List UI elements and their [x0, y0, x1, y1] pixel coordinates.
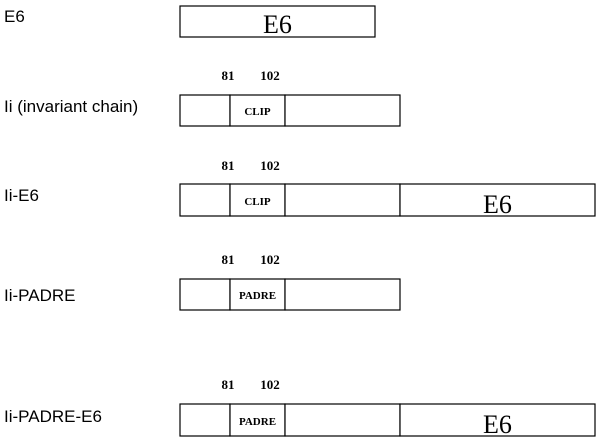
ii-n-terminal-segment	[179, 403, 231, 437]
position-label-end: 102	[260, 377, 280, 392]
construct-label: Ii-PADRE-E6	[4, 407, 102, 426]
segment-label: E6	[483, 410, 512, 439]
ii-n-terminal-segment	[179, 183, 231, 217]
position-label-end: 102	[260, 68, 280, 83]
clip-segment	[229, 94, 286, 127]
position-label-end: 102	[260, 158, 280, 173]
segment-label: PADRE	[239, 290, 276, 302]
padre-segment	[229, 403, 286, 437]
construct-label: Ii-E6	[4, 186, 39, 205]
construct-ii: 81 102 Ii (invariant chain) CLIP	[4, 68, 401, 127]
segment-label: E6	[483, 190, 512, 219]
construct-label: Ii-PADRE	[4, 286, 75, 305]
e6-segment	[399, 403, 596, 437]
ii-n-terminal-segment	[179, 94, 231, 127]
position-label-start: 81	[222, 158, 235, 173]
construct-e6: E6 E6	[4, 5, 376, 39]
clip-segment	[229, 183, 286, 217]
construct-ii-padre: 81 102 Ii-PADRE PADRE	[4, 252, 401, 311]
segment-label: PADRE	[239, 416, 276, 428]
ii-n-terminal-segment	[179, 278, 231, 311]
construct-ii-e6: 81 102 Ii-E6 CLIP E6	[4, 158, 596, 219]
ii-c-terminal-segment	[284, 94, 401, 127]
e6-segment	[179, 5, 376, 38]
construct-ii-padre-e6: 81 102 Ii-PADRE-E6 PADRE E6	[4, 377, 596, 439]
padre-segment	[229, 278, 286, 311]
ii-c-terminal-segment	[284, 183, 401, 217]
position-label-start: 81	[222, 68, 235, 83]
ii-c-terminal-segment	[284, 403, 401, 437]
construct-label: Ii (invariant chain)	[4, 97, 138, 116]
ii-c-terminal-segment	[284, 278, 401, 311]
e6-segment	[399, 183, 596, 217]
position-label-start: 81	[222, 252, 235, 267]
position-label-end: 102	[260, 252, 280, 267]
position-label-start: 81	[222, 377, 235, 392]
construct-label: E6	[4, 7, 25, 26]
segment-label: CLIP	[244, 196, 271, 208]
segment-label: E6	[263, 10, 292, 39]
segment-label: CLIP	[244, 106, 271, 118]
